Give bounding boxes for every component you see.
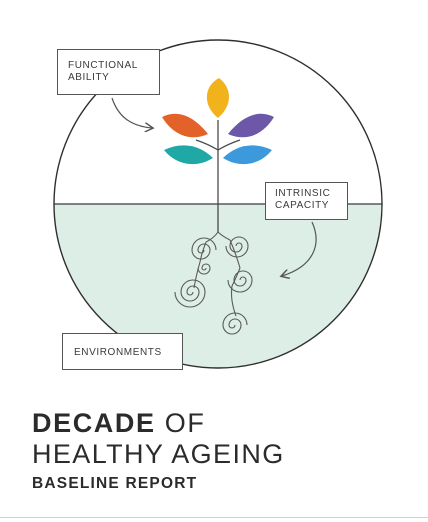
circle-outline [53,39,383,369]
functional-ability-label: FUNCTIONAL ABILITY [57,49,160,95]
functional-ability-line1: FUNCTIONAL [68,60,138,71]
leaf-blue [223,145,272,165]
leaf-purple [228,113,274,138]
title-line1: DECADE OF [32,408,412,438]
intrinsic-capacity-line2: CAPACITY [275,200,330,211]
intrinsic-capacity-line1: INTRINSIC [275,188,331,199]
functional-ability-arrow [111,97,152,128]
leaf-orange [162,113,208,138]
environments-text: ENVIRONMENTS [74,347,162,358]
functional-ability-line2: ABILITY [68,72,110,83]
title-of: OF [155,408,206,438]
stem-branch-right [217,139,241,151]
intrinsic-capacity-label: INTRINSIC CAPACITY [265,182,348,220]
title-line2: HEALTHY AGEING [32,439,285,469]
footer-divider [0,517,428,518]
leaf-teal [164,145,213,165]
title-decade: DECADE [32,408,156,438]
report-subtitle: BASELINE REPORT [32,475,198,492]
report-title-block: DECADE OF HEALTHY AGEING BASELINE REPORT [32,408,412,494]
stem-branch-left [195,139,219,151]
environments-label: ENVIRONMENTS [62,333,183,370]
intrinsic-capacity-arrow [282,221,317,276]
root-spirals [174,236,253,335]
leaf-yellow [206,78,229,118]
